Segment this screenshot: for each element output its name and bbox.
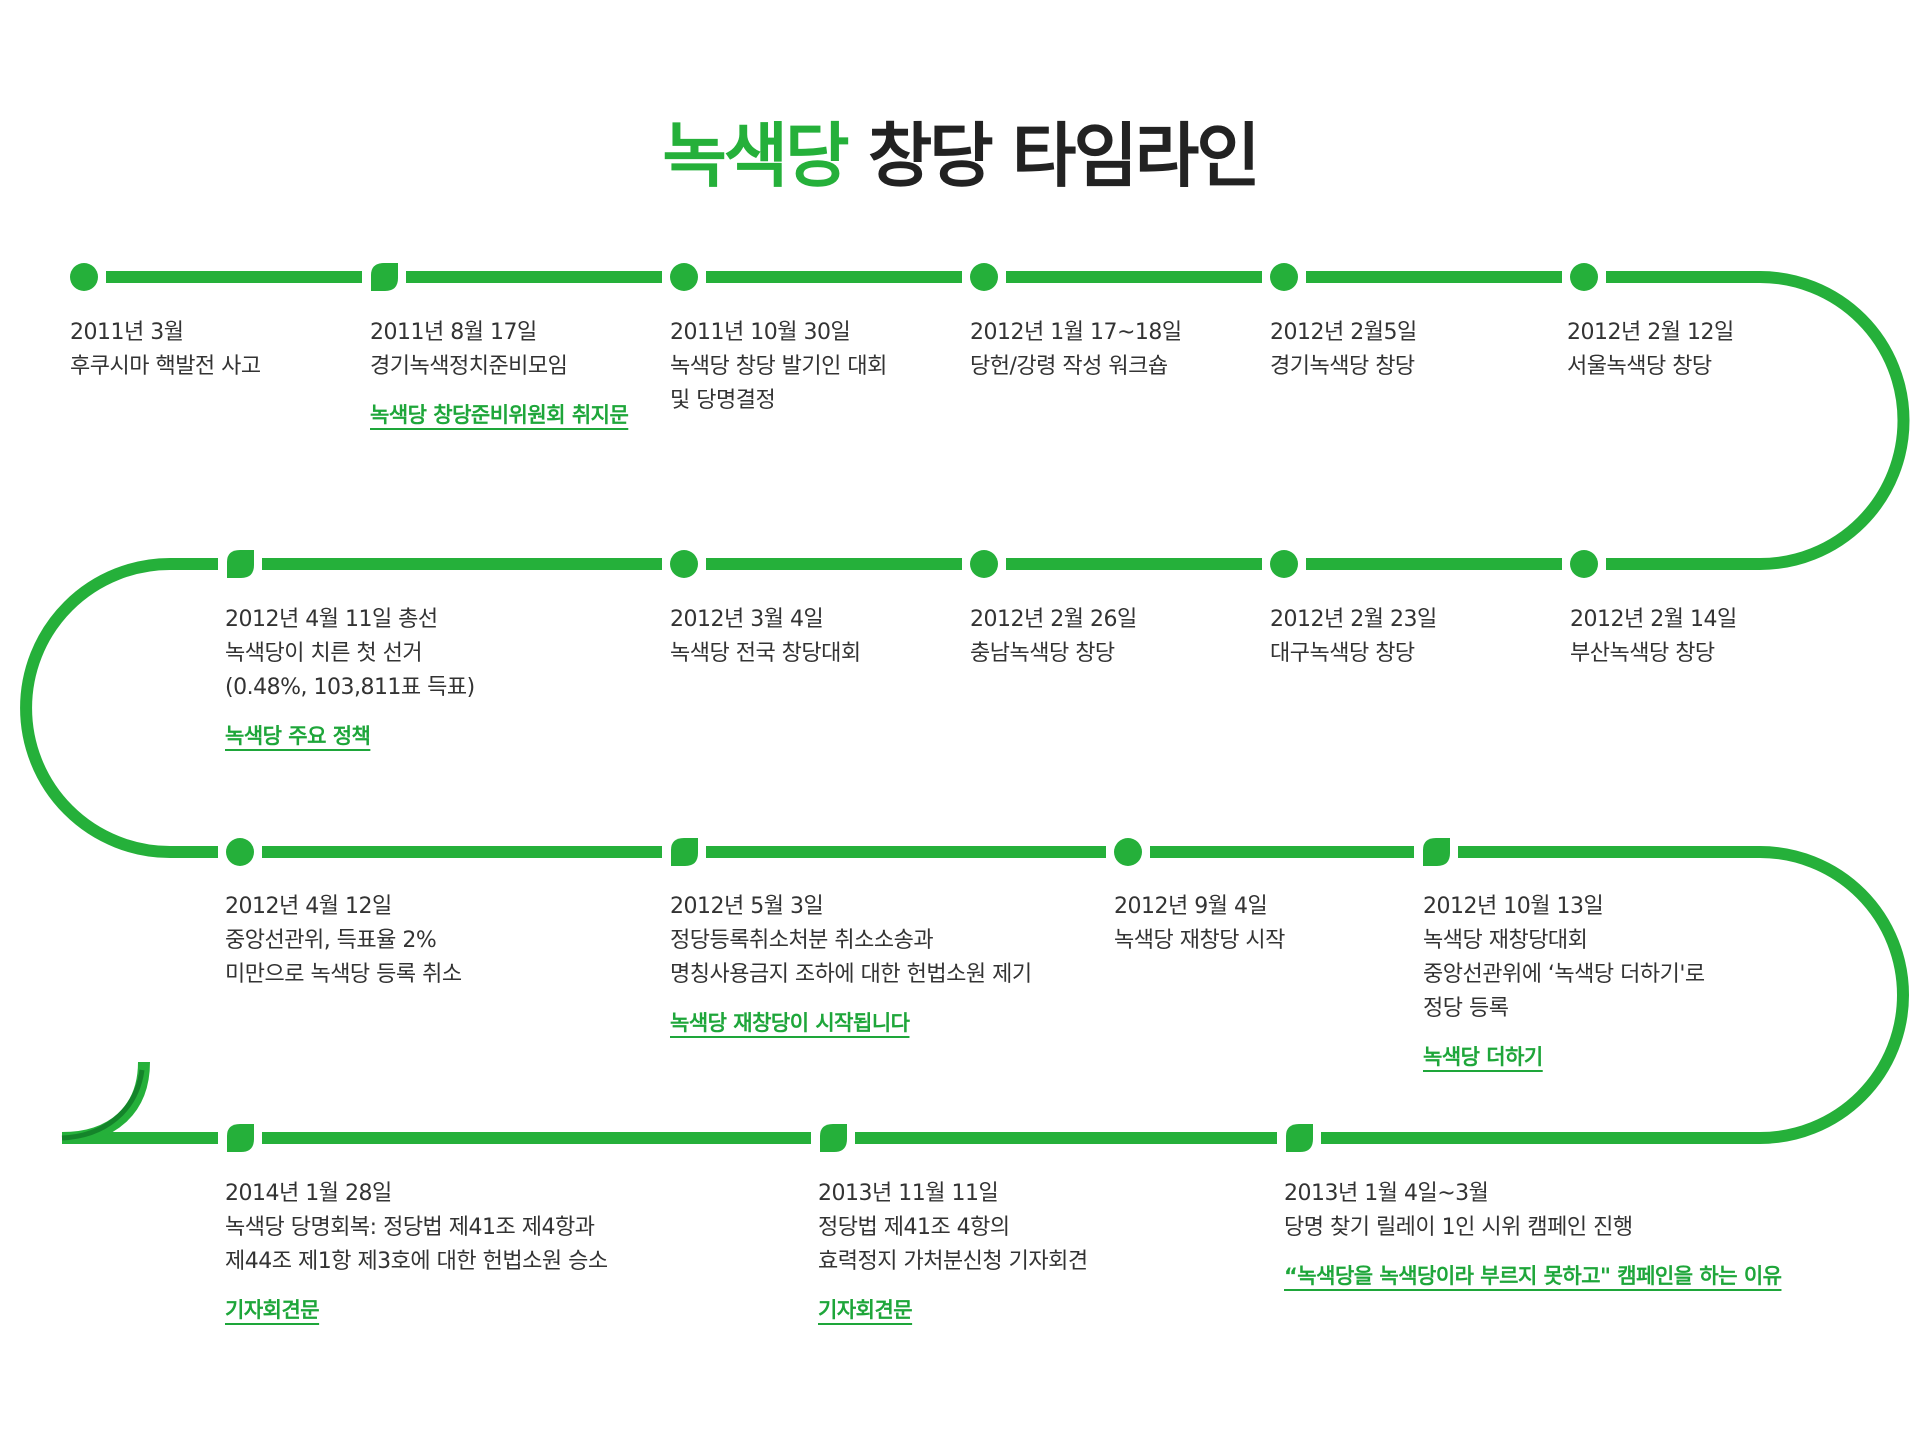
event-date: 2011년 10월 30일 xyxy=(670,320,851,345)
event-description: 녹색당이 치른 첫 선거 xyxy=(225,641,423,666)
event-date: 2012년 4월 12일 xyxy=(225,894,392,919)
circle-marker xyxy=(670,550,698,578)
event-link[interactable]: 녹색당 주요 정책 xyxy=(225,724,371,748)
event-date: 2014년 1월 28일 xyxy=(225,1181,392,1206)
event-description: 미만으로 녹색당 등록 취소 xyxy=(225,962,462,987)
title-rest: 창당 타임라인 xyxy=(867,115,1261,197)
circle-marker xyxy=(670,263,698,291)
event-date: 2012년 2월 14일 xyxy=(1570,607,1737,632)
event-description: 제44조 제1항 제3호에 대한 헌법소원 승소 xyxy=(225,1249,608,1274)
event-description: 정당등록취소처분 취소소송과 xyxy=(670,928,934,953)
road-line xyxy=(20,271,1910,1144)
circle-marker xyxy=(1114,838,1142,866)
event-description: 서울녹색당 창당 xyxy=(1567,354,1712,379)
event-date: 2011년 3월 xyxy=(70,320,184,345)
circle-marker xyxy=(70,263,98,291)
event-description: 부산녹색당 창당 xyxy=(1570,641,1715,666)
event-date: 2012년 5월 3일 xyxy=(670,894,824,919)
event-date: 2011년 8월 17일 xyxy=(370,320,537,345)
event-link[interactable]: 녹색당 창당준비위원회 취지문 xyxy=(370,403,629,427)
event-date: 2012년 2월5일 xyxy=(1270,320,1417,345)
leaf-marker-icon xyxy=(671,838,698,866)
event-description: 및 당명결정 xyxy=(670,388,776,413)
event-date: 2012년 3월 4일 xyxy=(670,607,824,632)
event-description: 대구녹색당 창당 xyxy=(1270,641,1415,666)
event-description: 중앙선관위에 ‘녹색당 더하기'로 xyxy=(1423,962,1705,987)
event-description: (0.48%, 103,811표 득표) xyxy=(225,675,475,700)
event-date: 2012년 4월 11일 총선 xyxy=(225,607,438,632)
circle-marker xyxy=(1570,550,1598,578)
event-description: 명칭사용금지 조하에 대한 헌법소원 제기 xyxy=(670,962,1032,987)
circle-marker xyxy=(226,838,254,866)
event-date: 2012년 2월 23일 xyxy=(1270,607,1437,632)
event-description: 충남녹색당 창당 xyxy=(970,641,1115,666)
event-date: 2012년 10월 13일 xyxy=(1423,894,1604,919)
circle-marker xyxy=(970,263,998,291)
event-description: 경기녹색정치준비모임 xyxy=(370,354,568,379)
road-tail-shadow xyxy=(61,1069,145,1141)
circle-marker xyxy=(1270,263,1298,291)
event-description: 효력정지 가처분신청 기자회견 xyxy=(818,1249,1088,1274)
circle-marker xyxy=(1570,263,1598,291)
circle-marker xyxy=(1270,550,1298,578)
event-link[interactable]: 녹색당 더하기 xyxy=(1423,1045,1543,1069)
event-date: 2012년 2월 26일 xyxy=(970,607,1137,632)
event-description: 후쿠시마 핵발전 사고 xyxy=(70,354,261,379)
event-description: 녹색당 전국 창당대회 xyxy=(670,641,861,666)
event-date: 2013년 11월 11일 xyxy=(818,1181,999,1206)
event-link[interactable]: “녹색당을 녹색당이라 부르지 못하고" 캠페인을 하는 이유 xyxy=(1284,1264,1782,1288)
leaf-marker-icon xyxy=(371,263,398,291)
event-description: 정당법 제41조 4항의 xyxy=(818,1215,1010,1240)
leaf-marker-icon xyxy=(227,1124,254,1152)
event-description: 녹색당 재창당대회 xyxy=(1423,928,1588,953)
leaf-marker-icon xyxy=(820,1124,847,1152)
event-description: 경기녹색당 창당 xyxy=(1270,354,1415,379)
event-link[interactable]: 기자회견문 xyxy=(225,1298,320,1322)
circle-marker xyxy=(970,550,998,578)
event-date: 2012년 1월 17~18일 xyxy=(970,320,1182,345)
event-description: 녹색당 당명회복: 정당법 제41조 제4항과 xyxy=(225,1215,595,1240)
event-description: 중앙선관위, 득표율 2% xyxy=(225,928,437,953)
event-date: 2012년 9월 4일 xyxy=(1114,894,1268,919)
event-description: 당명 찾기 릴레이 1인 시위 캠페인 진행 xyxy=(1284,1215,1633,1240)
event-description: 정당 등록 xyxy=(1423,996,1509,1021)
leaf-marker-icon xyxy=(1286,1124,1313,1152)
leaf-marker-icon xyxy=(1423,838,1450,866)
event-description: 당헌/강령 작성 워크숍 xyxy=(970,354,1168,379)
event-link[interactable]: 기자회견문 xyxy=(818,1298,913,1322)
event-link[interactable]: 녹색당 재창당이 시작됩니다 xyxy=(670,1011,910,1035)
event-date: 2012년 2월 12일 xyxy=(1567,320,1734,345)
leaf-marker-icon xyxy=(227,550,254,578)
event-description: 녹색당 재창당 시작 xyxy=(1114,928,1285,953)
event-date: 2013년 1월 4일~3월 xyxy=(1284,1181,1489,1206)
event-description: 녹색당 창당 발기인 대회 xyxy=(670,354,887,379)
page-title: 녹색당 창당 타임라인 xyxy=(0,100,1920,201)
title-accent: 녹색당 xyxy=(662,115,849,197)
